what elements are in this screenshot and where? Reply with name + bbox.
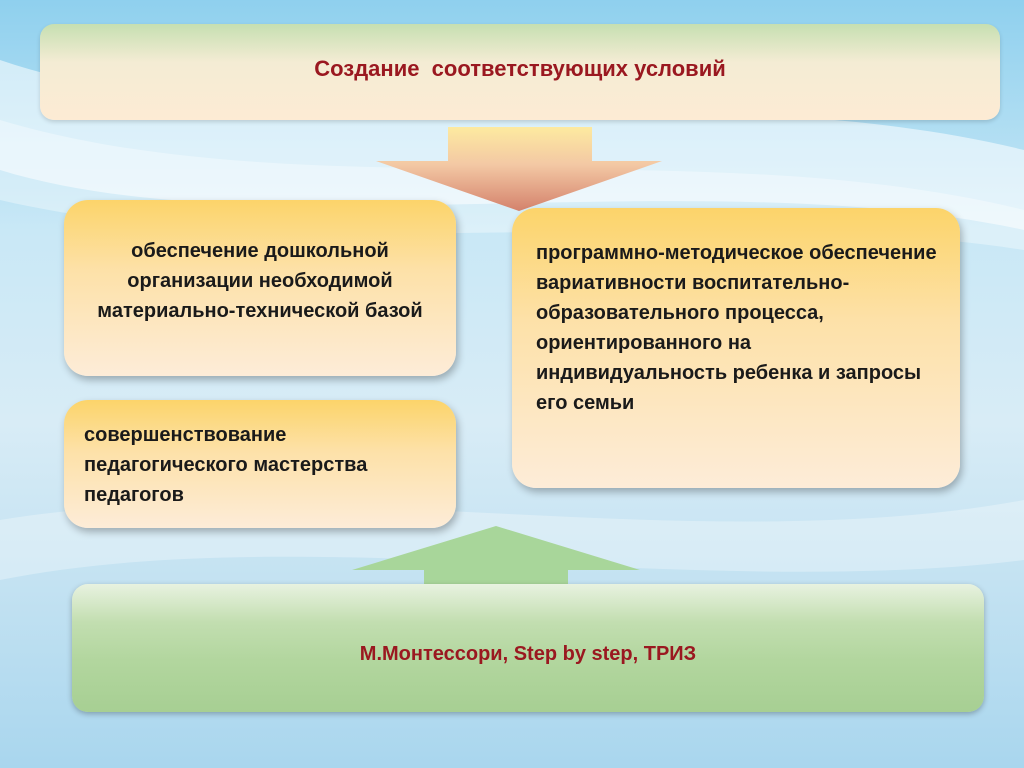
methods-box: М.Монтессори, Step by step, ТРИЗ — [72, 584, 984, 712]
methods-text: М.Монтессори, Step by step, ТРИЗ — [359, 642, 697, 665]
teacher-skills-text: совершенствование педагогического мастер… — [84, 424, 368, 506]
arrow-up-icon — [352, 526, 640, 586]
teacher-skills-card: совершенствование педагогического мастер… — [64, 400, 456, 528]
title-box: Создание соответствующих условий — [40, 24, 1000, 120]
arrow-down-icon — [376, 127, 662, 211]
methodical-support-text: программно-методическое обеспечение вари… — [536, 242, 937, 414]
material-base-card: обеспечение дошкольной организации необх… — [64, 200, 456, 376]
material-base-text: обеспечение дошкольной организации необх… — [97, 240, 423, 322]
slide-title: Создание соответствующих условий — [314, 56, 726, 81]
methodical-support-card: программно-методическое обеспечение вари… — [512, 208, 960, 488]
